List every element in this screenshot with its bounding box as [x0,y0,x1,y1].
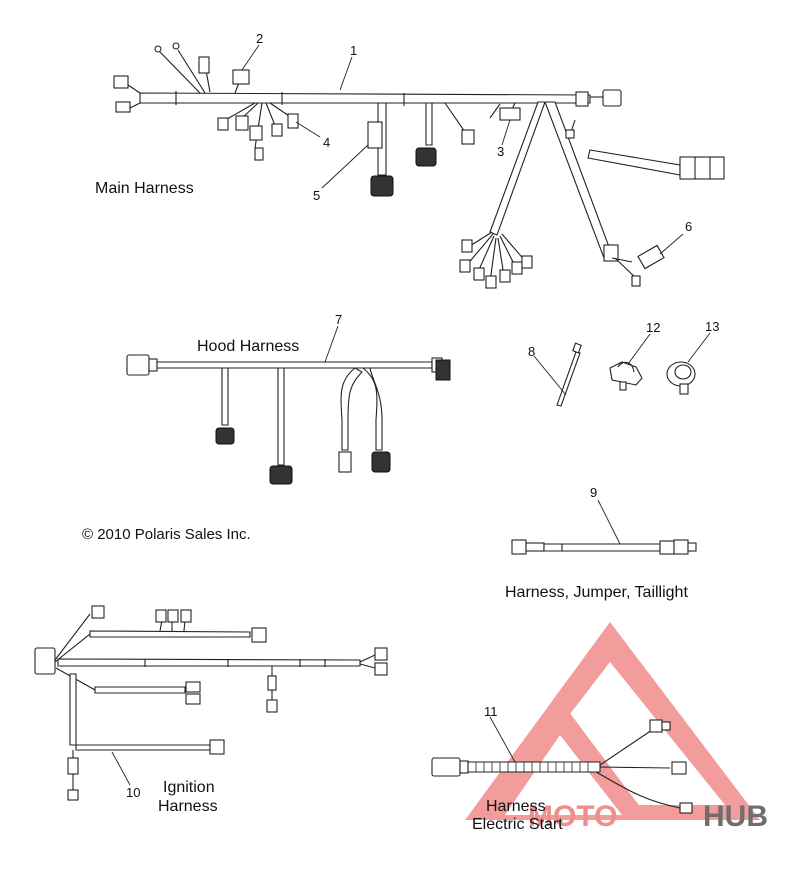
copyright-text: © 2010 Polaris Sales Inc. [82,526,251,543]
callout-4: 4 [323,135,330,150]
callout-13: 13 [705,319,719,334]
callout-12: 12 [646,320,660,335]
callout-3: 3 [497,144,504,159]
jumper-taillight-label: Harness, Jumper, Taillight [505,584,688,601]
electric-start-label-1: Harness [486,798,546,815]
hood-harness-label: Hood Harness [197,338,299,355]
callout-11: 11 [484,704,498,719]
ignition-harness [34,605,388,801]
ignition-harness-label-1: Ignition [163,779,215,796]
main-harness [113,42,725,289]
callout-7: 7 [335,312,342,327]
ignition-harness-label-2: Harness [158,798,218,815]
callout-6: 6 [685,219,692,234]
hood-harness [126,354,451,485]
callout-1: 1 [350,43,357,58]
cable-tie [556,342,582,407]
electric-start-label-2: Electric Start [472,816,563,833]
callout-2: 2 [256,31,263,46]
callout-10: 10 [126,785,140,800]
callout-8: 8 [528,344,535,359]
callout-9: 9 [590,485,597,500]
watermark-text-hub: HUB [703,800,768,833]
callout-5: 5 [313,188,320,203]
taillight-jumper-harness [511,539,697,555]
main-harness-label: Main Harness [95,180,194,197]
watermark-text-moto: MOTO [528,800,617,833]
clip-13 [666,361,696,395]
electric-start-harness [431,719,693,814]
clip-12 [609,361,643,391]
